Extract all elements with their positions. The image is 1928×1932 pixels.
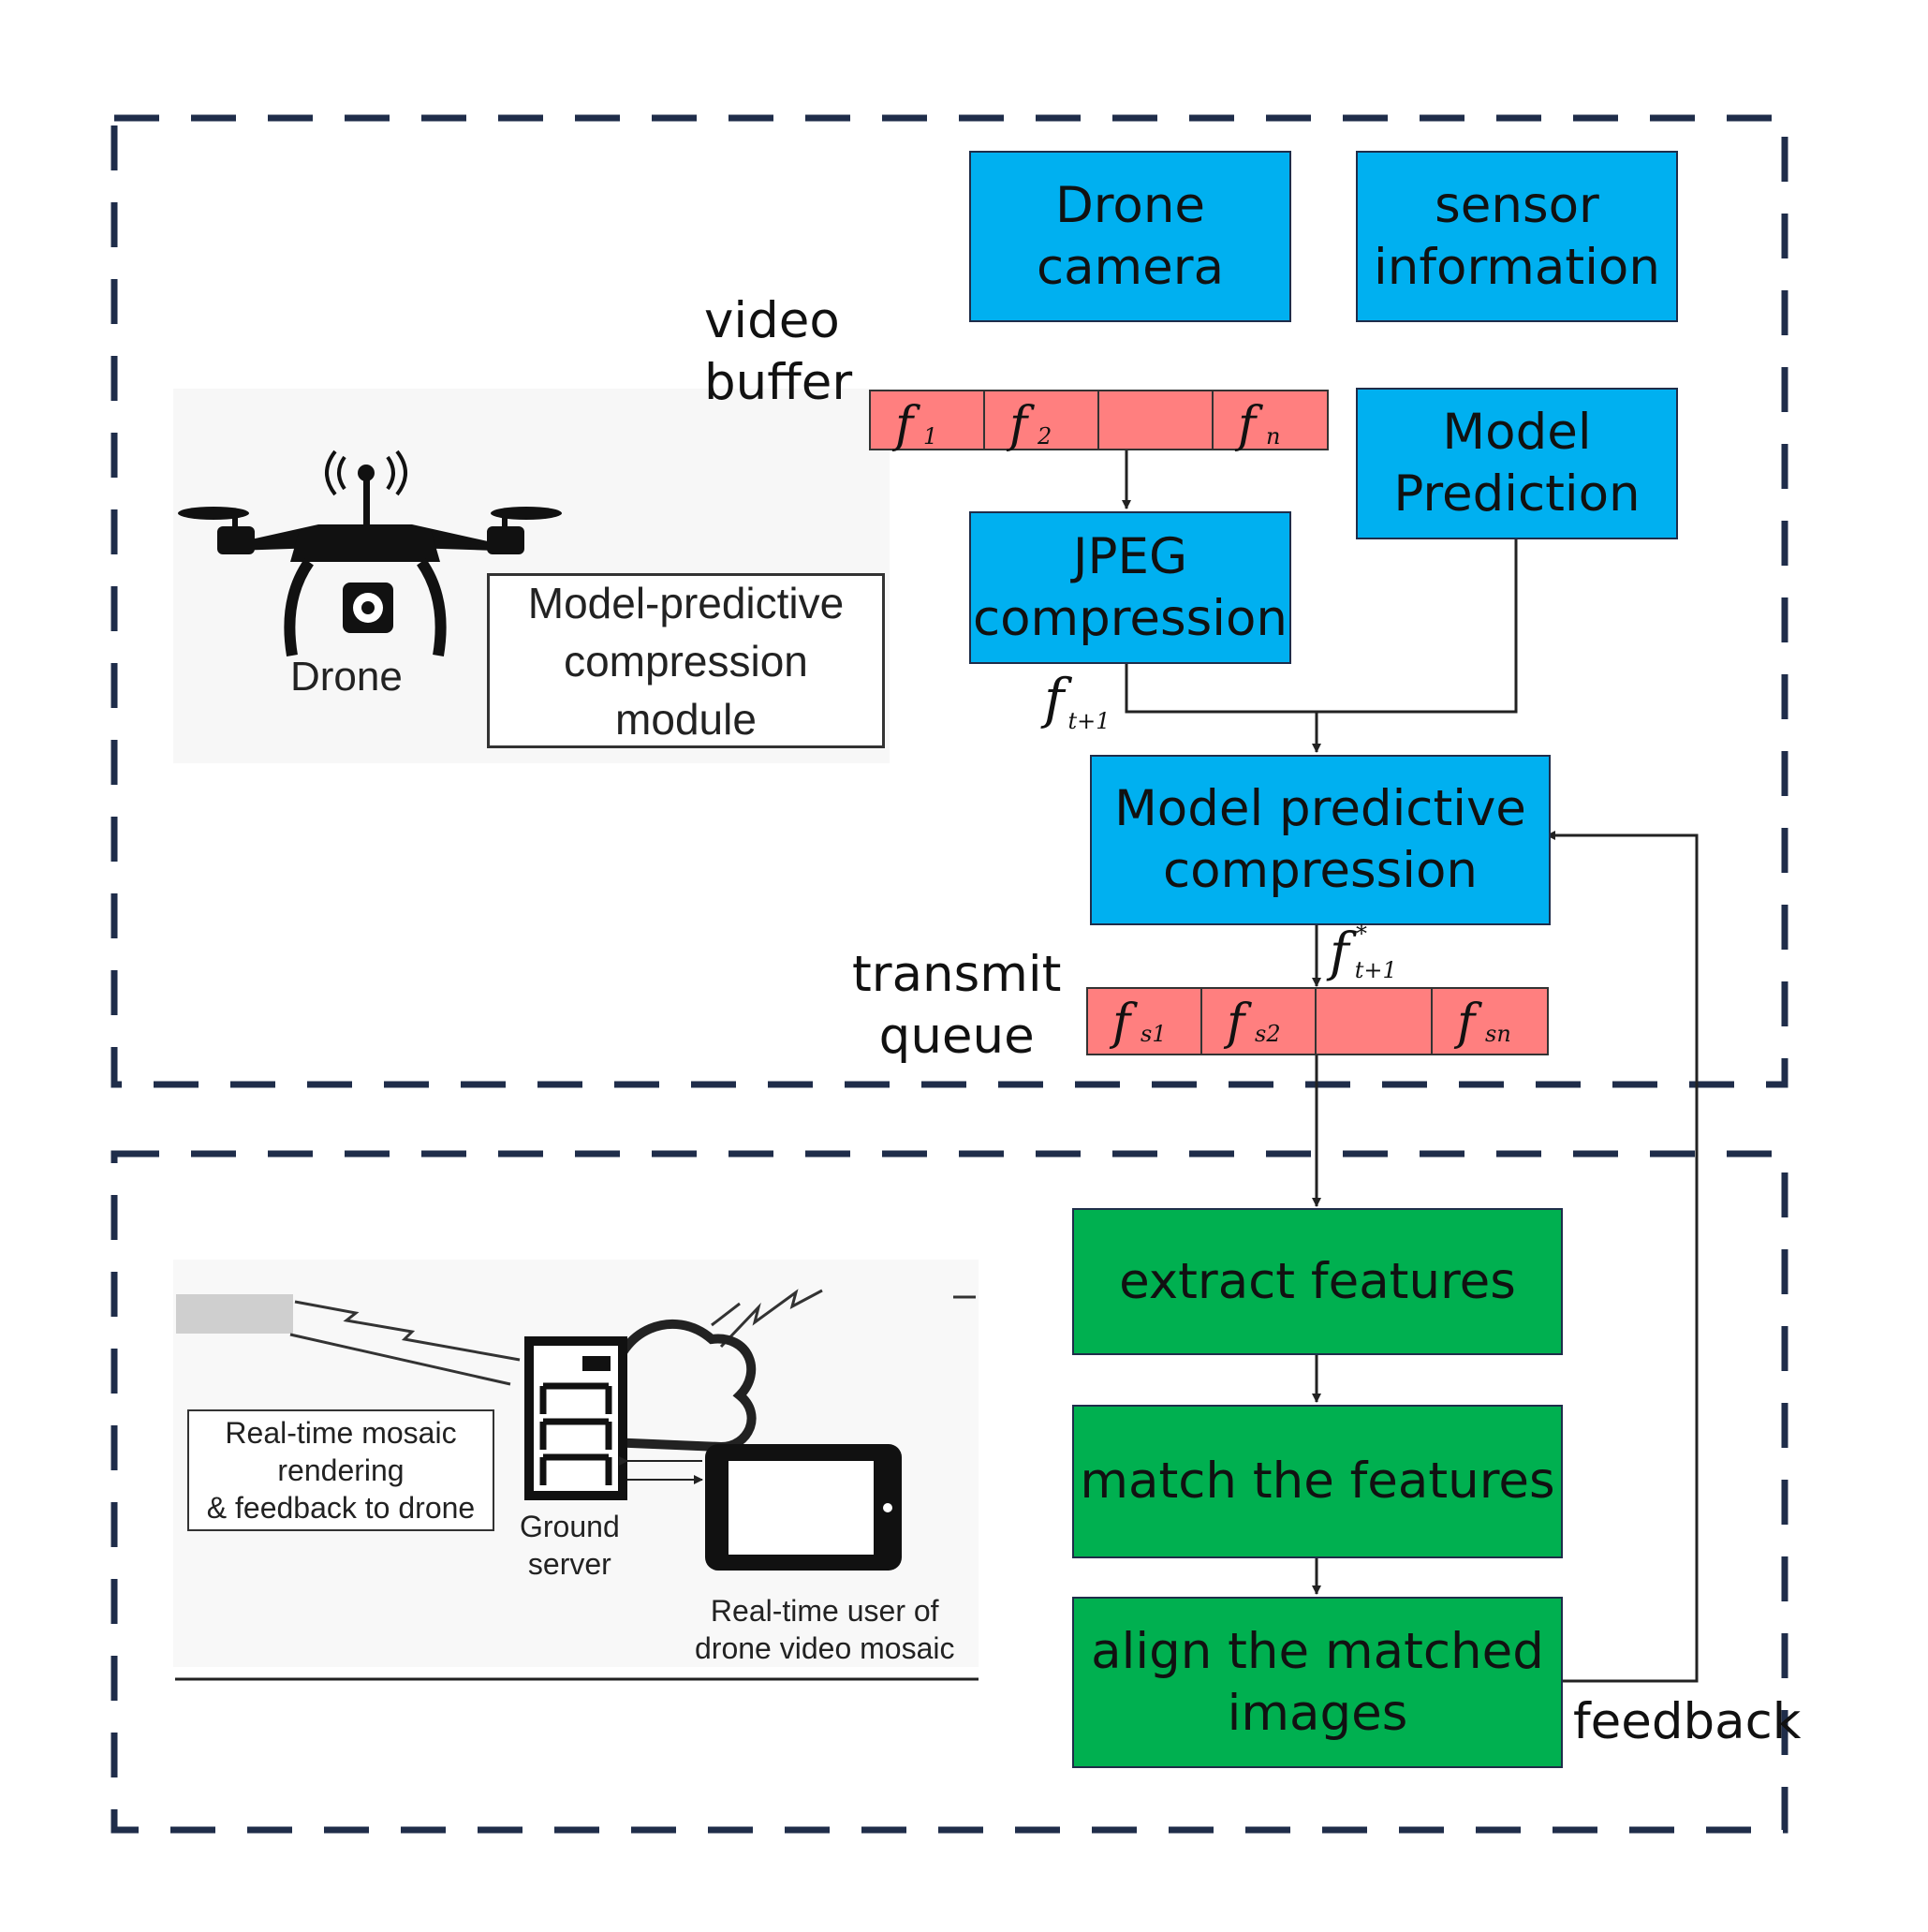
model-predictive-compression-box: Model predictive compression <box>1090 755 1551 925</box>
math-superscript: * <box>1356 921 1367 947</box>
queue-cell <box>1315 987 1433 1055</box>
mosaic-rendering-text: Real-time mosaic rendering & feedback to… <box>206 1416 476 1525</box>
queue-cell: f s2 <box>1200 987 1317 1055</box>
buffer-cell: f 2 <box>983 390 1099 453</box>
drone-illustration-label: Drone <box>290 654 403 700</box>
math-subscript: t+1 <box>1067 708 1111 734</box>
video-buffer-label: video buffer <box>704 292 853 411</box>
arrow-prediction-to-mpc <box>1317 539 1518 714</box>
jpeg-compression-box: JPEG compression <box>969 511 1291 664</box>
model-prediction-box: Model Prediction <box>1356 388 1678 539</box>
compressed-output-label: f * t+1 <box>1330 921 1397 983</box>
buffer-cell <box>1097 390 1214 450</box>
buffer-cell: f n <box>1212 390 1329 453</box>
match-features-box: match the features <box>1072 1405 1563 1558</box>
frame-subscript: 2 <box>1038 423 1052 450</box>
realtime-user-label: Real-time user of drone video mosaic <box>695 1594 955 1665</box>
queue-cell: f sn <box>1431 987 1549 1055</box>
compression-module-text: Model-predictive compression module <box>527 578 845 744</box>
math-subscript: t+1 <box>1354 957 1397 983</box>
frame-symbol: f <box>895 397 914 453</box>
frame-symbol: f <box>1457 995 1476 1051</box>
frame-subscript: n <box>1266 423 1281 450</box>
extract-features-box: extract features <box>1072 1208 1563 1355</box>
align-images-box: align the matched images <box>1072 1597 1563 1768</box>
frame-symbol: f <box>1227 995 1245 1051</box>
tablet-icon <box>705 1444 902 1571</box>
math-symbol: f <box>1044 667 1065 730</box>
frame-symbol: f <box>1112 995 1131 1051</box>
wireless-link-icon <box>289 1289 976 1386</box>
blurred-mark <box>176 1294 293 1334</box>
arrow-jpeg-to-mpc <box>1125 661 1321 753</box>
compression-module-box: Model-predictive compression module <box>487 573 885 748</box>
feedback-label: feedback <box>1573 1693 1802 1750</box>
queue-cell: f s1 <box>1086 987 1202 1055</box>
transmit-queue-label: transmit queue <box>852 946 1062 1065</box>
frame-subscript: s2 <box>1255 1021 1281 1047</box>
frame-symbol: f <box>1238 397 1257 453</box>
sensor-information-box: sensor information <box>1356 151 1678 322</box>
arrow-feedback <box>1546 831 1699 1683</box>
ground-group-frame <box>110 1150 1788 1834</box>
drone-icon <box>178 450 562 656</box>
buffer-cell: f 1 <box>869 390 985 453</box>
frame-symbol: f <box>1009 397 1028 453</box>
frame-subscript: s1 <box>1141 1021 1167 1047</box>
frame-subscript: 1 <box>923 423 938 450</box>
drone-camera-box: Drone camera <box>969 151 1291 322</box>
frame-subscript: sn <box>1485 1021 1511 1047</box>
math-symbol: f <box>1330 922 1349 983</box>
mosaic-rendering-box: Real-time mosaic rendering & feedback to… <box>187 1409 494 1531</box>
ground-server-label: Ground server <box>520 1510 620 1581</box>
drone-group-frame <box>110 114 1788 1088</box>
ground-server-icon <box>524 1336 627 1500</box>
